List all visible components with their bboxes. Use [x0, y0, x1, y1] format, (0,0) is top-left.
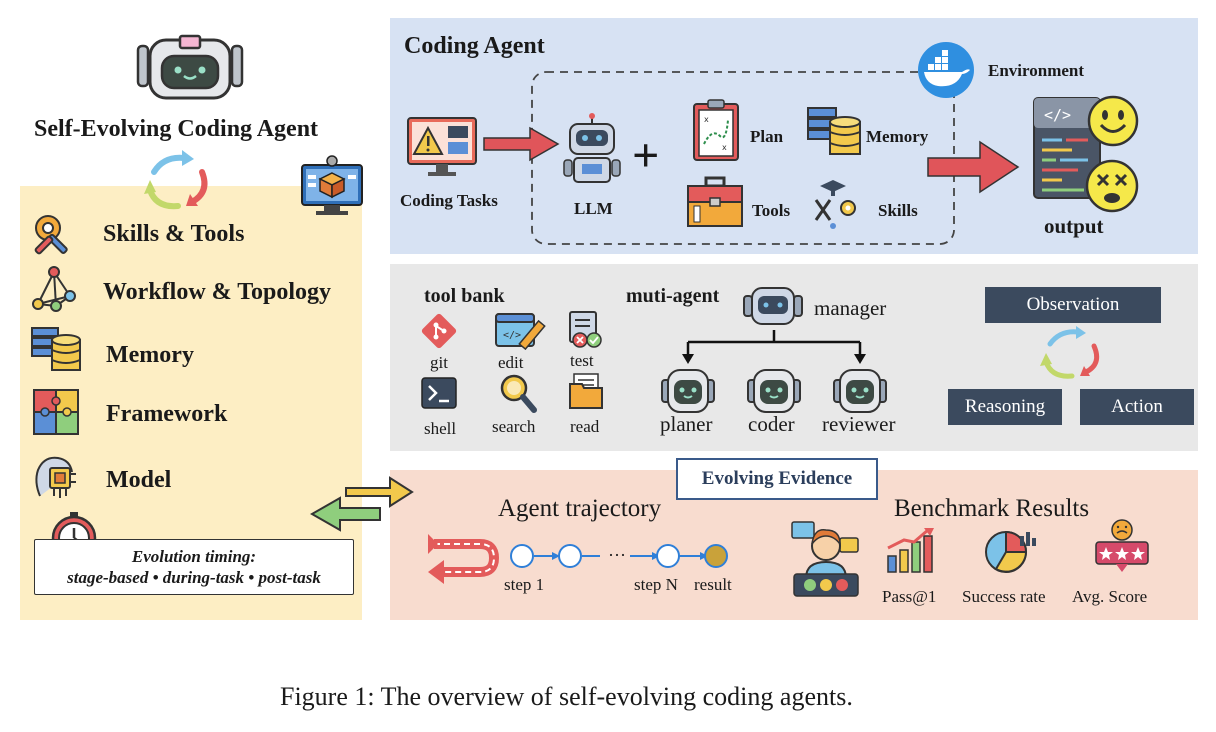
toolbox-icon — [687, 176, 743, 227]
metric-pass-at-1: Pass@1 — [882, 587, 937, 606]
memory-label: Memory — [866, 127, 929, 146]
manager-label: manager — [814, 296, 887, 320]
plus-sign: + — [632, 129, 660, 182]
reviewer-robot-icon — [833, 369, 887, 413]
pass-at-1-chart-icon — [887, 528, 934, 573]
plan-label: Plan — [750, 127, 784, 146]
model-brain-chip-icon — [35, 456, 76, 498]
smiley-face-icon — [1087, 95, 1139, 147]
tool-git-label: git — [430, 353, 448, 372]
plan-clipboard-icon: x x — [693, 99, 739, 161]
avg-score-rating-icon — [1095, 519, 1149, 572]
left-item-memory: Memory — [106, 342, 194, 368]
trajectory-ellipsis: ··· — [608, 545, 626, 565]
svg-text:</>: </> — [503, 330, 521, 341]
agent-role-reviewer: reviewer — [822, 412, 896, 436]
test-icon — [569, 311, 602, 348]
trajectory-stepN-label: step N — [634, 575, 678, 594]
evolution-timing-box: Evolution timing: stage-based • during-t… — [34, 539, 354, 595]
skills-label: Skills — [878, 201, 918, 220]
metric-avg-score: Avg. Score — [1072, 587, 1148, 606]
loop-cycle-arrows-icon — [1040, 326, 1100, 379]
environment-label: Environment — [988, 61, 1085, 80]
coding-tasks-warning-icon — [407, 117, 477, 176]
workflow-topology-icon — [32, 266, 76, 312]
agent-role-coder: coder — [748, 412, 795, 436]
arrow-right-icon — [483, 126, 560, 162]
tools-label: Tools — [752, 201, 791, 220]
cycle-arrows-icon — [144, 150, 208, 210]
svg-text:x: x — [722, 143, 727, 152]
agent-trajectory-title: Agent trajectory — [498, 495, 662, 522]
planer-robot-icon — [661, 369, 715, 413]
read-folder-icon — [569, 373, 603, 409]
left-item-framework: Framework — [106, 401, 228, 427]
coder-robot-icon — [747, 369, 801, 413]
memory-db-icon — [807, 107, 861, 155]
framework-puzzle-icon — [33, 389, 79, 435]
docker-icon — [918, 42, 974, 98]
success-rate-pie-icon — [985, 530, 1036, 573]
tool-edit-label: edit — [498, 353, 524, 372]
robot-head-icon — [136, 34, 244, 100]
evolution-timing-title: Evolution timing: — [131, 547, 257, 566]
memory-database-icon — [31, 327, 81, 371]
tool-search-label: search — [492, 417, 536, 436]
reasoning-box: Reasoning — [948, 389, 1062, 425]
tool-shell-label: shell — [424, 419, 457, 438]
trajectory-step1-label: step 1 — [504, 575, 545, 594]
left-item-workflow-topology: Workflow & Topology — [103, 279, 332, 305]
manager-robot-icon — [743, 287, 803, 325]
observation-box: Observation — [985, 287, 1161, 323]
search-magnifier-icon — [500, 374, 537, 413]
dizzy-face-icon — [1085, 159, 1139, 213]
svg-text:x: x — [704, 115, 709, 124]
left-item-skills-tools: Skills & Tools — [103, 221, 245, 247]
evolving-evidence-title: Evolving Evidence — [676, 458, 878, 500]
trajectory-steps — [510, 544, 728, 568]
left-title: Self-Evolving Coding Agent — [34, 116, 319, 142]
svg-text:</>: </> — [1044, 106, 1071, 124]
benchmark-results-title: Benchmark Results — [894, 495, 1090, 522]
coding-tasks-label: Coding Tasks — [400, 191, 498, 210]
evolution-timing-values: stage-based • during-task • post-task — [67, 568, 321, 587]
output-label: output — [1044, 214, 1104, 238]
llm-robot-icon — [563, 113, 621, 183]
tool-bank-title: tool bank — [424, 285, 505, 307]
metric-success-rate: Success rate — [962, 587, 1046, 606]
agent-role-planer: planer — [660, 412, 713, 436]
action-box: Action — [1080, 389, 1194, 425]
git-icon — [421, 313, 457, 349]
skills-tools-icon — [34, 215, 68, 255]
tool-read-label: read — [570, 417, 600, 436]
multi-agent-title: muti-agent — [626, 285, 720, 307]
code-document-icon: </> — [1033, 97, 1101, 199]
trajectory-path-icon — [428, 534, 500, 584]
coding-agent-title: Coding Agent — [404, 33, 545, 59]
trajectory-result-label: result — [694, 575, 732, 594]
skills-icon — [814, 180, 856, 229]
edit-icon: </> — [495, 313, 546, 350]
monitor-cube-icon — [301, 155, 363, 215]
shell-icon — [421, 377, 457, 409]
arrow-to-output-icon — [927, 140, 1020, 194]
tool-test-label: test — [570, 351, 594, 370]
llm-label: LLM — [574, 199, 613, 218]
manager-branch-arrows — [682, 330, 866, 364]
figure-caption: Figure 1: The overview of self-evolving … — [280, 682, 853, 711]
double-arrow-icon — [310, 476, 414, 532]
evaluator-person-icon — [791, 521, 859, 597]
left-item-model: Model — [106, 467, 172, 493]
